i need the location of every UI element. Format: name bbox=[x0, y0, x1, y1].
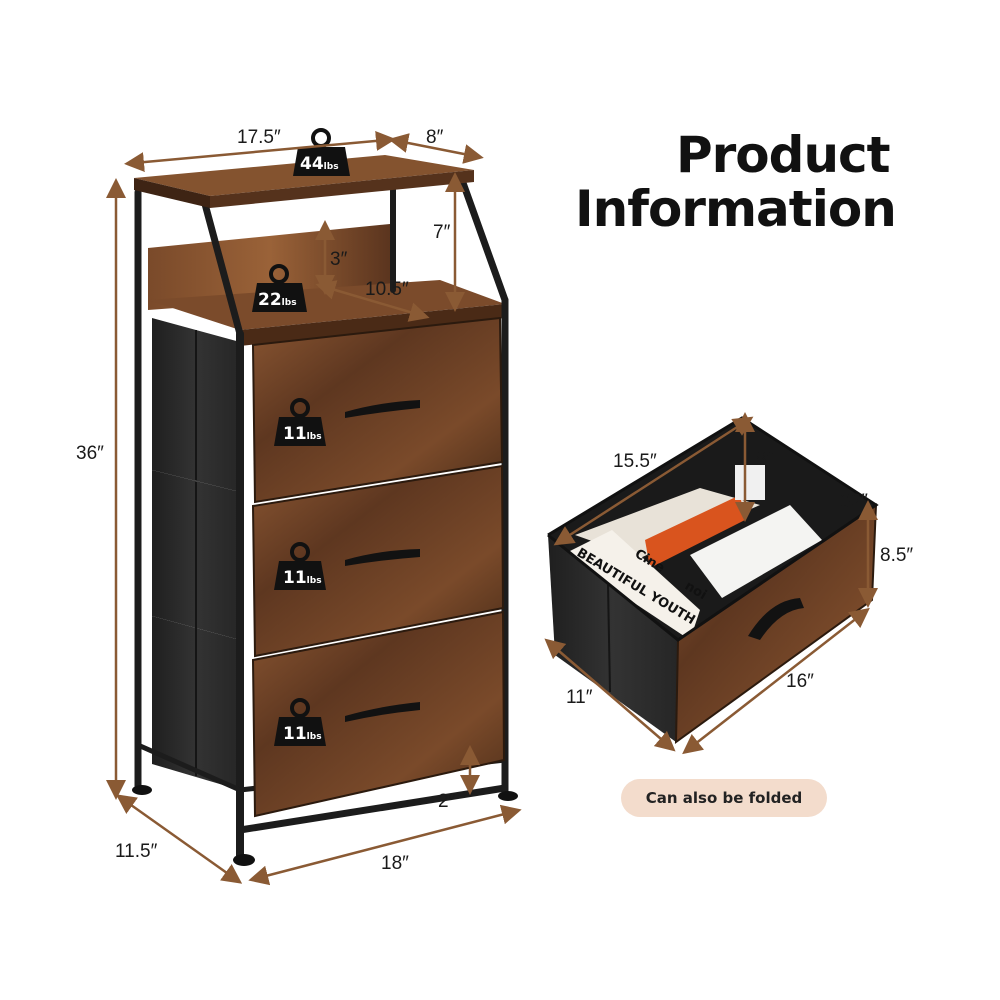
dim-bin-inner-height: 8″ bbox=[756, 449, 774, 470]
side-fabric-panels bbox=[152, 318, 240, 790]
weight-icon bbox=[252, 264, 307, 312]
dim-bin-height: 8.5″ bbox=[880, 545, 914, 566]
drawer-2 bbox=[251, 464, 505, 658]
drawer-handle bbox=[345, 400, 420, 418]
drawer-handle bbox=[345, 549, 420, 566]
weight-icon bbox=[274, 698, 326, 746]
page-title-line-2: Information bbox=[575, 180, 897, 238]
foot bbox=[498, 791, 518, 801]
dim-lower-shelf-depth: 10.5″ bbox=[365, 279, 409, 300]
drawer-3 bbox=[251, 610, 506, 818]
dim-bin-depth-top: 32″ bbox=[840, 491, 868, 512]
dim-bin-length: 16″ bbox=[786, 671, 814, 692]
dim-bin-depth: 11″ bbox=[566, 687, 593, 708]
foot bbox=[132, 785, 152, 795]
dim-lower-shelf-height: 3″ bbox=[330, 249, 348, 270]
page-title-line-1: Product bbox=[676, 126, 891, 184]
weight-drawer3-value: 11lbs bbox=[283, 724, 322, 744]
storage-bin: BEAUTIFUL YOUTH Cine noi bbox=[547, 416, 879, 744]
weight-drawer1-value: 11lbs bbox=[283, 424, 322, 444]
dim-total-height: 36″ bbox=[76, 443, 104, 464]
dim-base-depth: 11.5″ bbox=[115, 841, 158, 862]
dim-upper-shelf-height: 7″ bbox=[433, 222, 451, 243]
dim-top-depth: 8″ bbox=[426, 127, 444, 148]
foot bbox=[233, 854, 255, 866]
weight-drawer2-value: 11lbs bbox=[283, 568, 322, 588]
weight-icon bbox=[274, 542, 326, 590]
dim-top-width: 17.5″ bbox=[237, 127, 281, 148]
drawer-handle bbox=[345, 702, 420, 722]
dimension-lines bbox=[106, 130, 878, 886]
fold-badge-label: Can also be folded bbox=[645, 789, 803, 807]
dim-foot-height: 2″ bbox=[438, 791, 456, 812]
weight-icon bbox=[274, 398, 326, 446]
fold-badge: Can also be folded bbox=[621, 779, 827, 817]
dim-base-width: 18″ bbox=[381, 853, 409, 874]
weight-middle-value: 22lbs bbox=[258, 290, 297, 310]
dim-bin-width: 15.5″ bbox=[613, 451, 657, 472]
drawer-1 bbox=[251, 316, 504, 504]
